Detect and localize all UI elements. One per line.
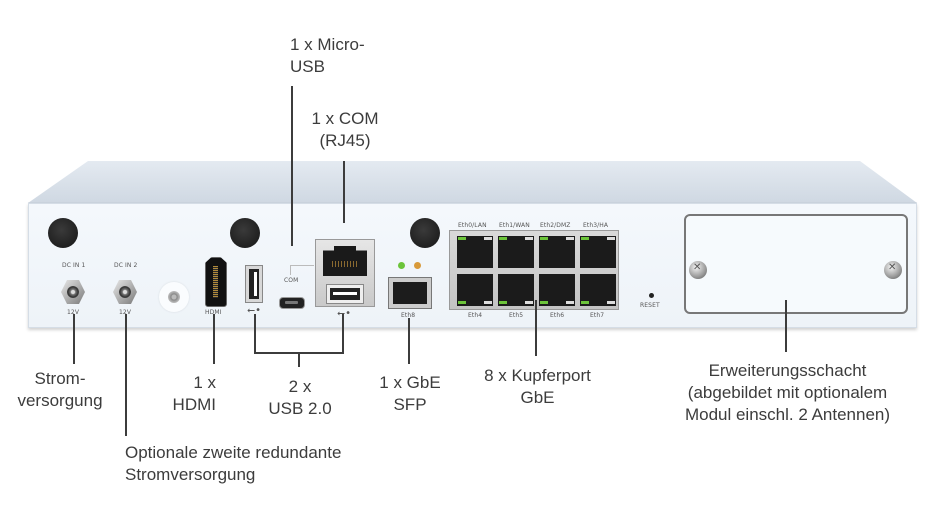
callout-line: 1 x COM	[311, 109, 379, 128]
leader-line-com	[343, 161, 345, 223]
callout-line: 2 x	[288, 377, 312, 396]
eth7-label: Eth7	[590, 312, 605, 319]
callout-com-rj45: 1 x COM (RJ45)	[300, 108, 390, 152]
leader-line-usb-left	[254, 314, 256, 354]
callout-expansion: Erweiterungsschacht (abgebildet mit opti…	[650, 360, 925, 426]
reset-label: RESET	[640, 302, 660, 309]
usb-symbol-icon: ⭠•	[247, 305, 262, 316]
leader-line-power	[73, 314, 75, 364]
screw-icon	[689, 261, 707, 279]
dc-in-1-label: DC IN 1	[62, 262, 86, 269]
com-bracket	[290, 265, 291, 275]
rubber-foot	[48, 218, 78, 248]
callout-line: 1 x Micro-	[290, 35, 365, 54]
hdmi-port[interactable]	[205, 257, 227, 307]
micro-usb-port[interactable]	[279, 297, 305, 309]
ground-terminal	[159, 282, 189, 312]
callout-line: (abgebildet mit optionalem	[687, 383, 888, 402]
leader-line-usb-right	[342, 314, 344, 354]
leader-line-copper	[535, 300, 537, 356]
usb-port-1[interactable]	[245, 265, 263, 303]
callout-line: 1 x GbE	[379, 373, 441, 392]
callout-redundant-power: Optionale zweite redundante Stromversorg…	[125, 442, 341, 486]
usb-port-2[interactable]	[326, 284, 364, 304]
callout-micro-usb: 1 x Micro- USB	[290, 34, 365, 78]
dc-in-1-port[interactable]	[61, 280, 85, 304]
sfp-activity-led	[414, 262, 421, 269]
callout-line: Stromversorgung	[125, 465, 256, 484]
hdmi-panel-label: HDMI	[205, 309, 222, 316]
eth0-label: Eth0/LAN	[458, 222, 487, 229]
callout-line: 1 x	[193, 373, 216, 392]
callout-line: Strom-	[34, 369, 86, 388]
eth5-port[interactable]	[498, 274, 534, 306]
leader-line-expansion	[785, 300, 787, 352]
eth7-port[interactable]	[580, 274, 616, 306]
leader-line-redundant-power	[125, 314, 127, 436]
eth3-port[interactable]	[580, 236, 616, 268]
callout-sfp: 1 x GbE SFP	[370, 372, 450, 416]
dc-voltage-2-label: 12V	[119, 309, 132, 316]
sfp-link-led	[398, 262, 405, 269]
leader-line-sfp	[408, 318, 410, 364]
callout-line: HDMI	[172, 395, 216, 414]
callout-hdmi: 1 x HDMI	[150, 372, 216, 416]
callout-line: GbE	[520, 388, 555, 407]
callout-copper: 8 x Kupferport GbE	[465, 365, 610, 409]
expansion-slot[interactable]	[684, 214, 908, 314]
callout-line: USB	[290, 57, 325, 76]
screw-icon	[884, 261, 902, 279]
callout-line: Optionale zweite redundante	[125, 443, 342, 462]
eth4-label: Eth4	[468, 312, 483, 319]
rubber-foot	[230, 218, 260, 248]
eth0-port[interactable]	[457, 236, 493, 268]
eth2-label: Eth2/DMZ	[540, 222, 571, 229]
eth1-port[interactable]	[498, 236, 534, 268]
leader-line-hdmi	[213, 314, 215, 364]
eth3-label: Eth3/HA	[583, 222, 609, 229]
callout-line: Modul einschl. 2 Antennen)	[684, 405, 891, 424]
eth2-port[interactable]	[539, 236, 575, 268]
callout-power: Strom- versorgung	[4, 368, 116, 412]
sfp-panel-label: Eth8	[401, 312, 416, 319]
callout-line: Erweiterungsschacht	[708, 361, 867, 380]
leader-line-micro-usb	[291, 86, 293, 246]
eth1-label: Eth1/WAN	[499, 222, 530, 229]
eth4-port[interactable]	[457, 274, 493, 306]
leader-line-usb-stem	[298, 352, 300, 367]
reset-button[interactable]	[649, 293, 654, 298]
callout-line: 8 x Kupferport	[484, 366, 591, 385]
eth6-port[interactable]	[539, 274, 575, 306]
com-panel-label: COM	[284, 277, 299, 284]
dc-in-2-port[interactable]	[113, 280, 137, 304]
com-rj45-port[interactable]	[323, 246, 367, 276]
sfp-port[interactable]	[388, 277, 432, 309]
com-bracket	[290, 265, 314, 266]
eth5-label: Eth5	[509, 312, 524, 319]
dc-voltage-1-label: 12V	[67, 309, 80, 316]
callout-line: (RJ45)	[319, 131, 371, 150]
callout-line: SFP	[393, 395, 427, 414]
eth6-label: Eth6	[550, 312, 565, 319]
callout-line: versorgung	[17, 391, 103, 410]
rubber-foot	[410, 218, 440, 248]
ethernet-port-block	[449, 230, 619, 310]
usb-symbol-icon: ⭠•	[337, 308, 352, 319]
dc-in-2-label: DC IN 2	[114, 262, 138, 269]
callout-line: USB 2.0	[268, 399, 332, 418]
callout-usb: 2 x USB 2.0	[250, 376, 350, 420]
